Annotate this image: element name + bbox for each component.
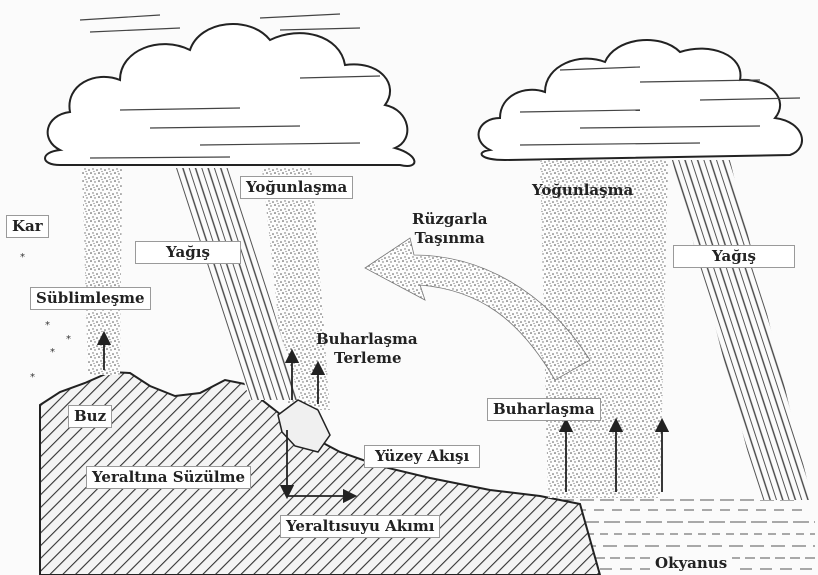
svg-text:*: * <box>30 372 35 383</box>
label-buharlasma-terleme-line1: Buharlaşma <box>316 330 418 349</box>
label-yeraltina-suzulme: Yeraltına Süzülme <box>86 466 251 489</box>
svg-text:*: * <box>66 334 71 345</box>
label-sublimlesme: Süblimleşme <box>30 287 151 310</box>
label-buharlasma-terleme-line2: Terleme <box>316 349 418 368</box>
label-yogunlasma-left: Yoğunlaşma <box>240 176 353 199</box>
sublimation-column <box>82 168 122 375</box>
label-yeraltisuyu-akimi: Yeraltısuyu Akımı <box>280 515 440 538</box>
svg-text:*: * <box>20 252 25 263</box>
label-yagis-right: Yağış <box>673 245 795 268</box>
label-okyanus: Okyanus <box>650 553 732 574</box>
label-yuzey-akisi: Yüzey Akışı <box>364 445 480 468</box>
right-cloud <box>479 40 802 160</box>
label-yogunlasma-right: Yoğunlaşma <box>527 180 638 201</box>
svg-text:*: * <box>45 320 50 331</box>
label-ruzgarla-tasinma: Rüzgarla Taşınma <box>412 210 487 248</box>
snow-flakes: * * * * * * <box>20 252 71 383</box>
right-rain-shaft <box>672 160 812 500</box>
label-buharlasma-terleme: Buharlaşma Terleme <box>316 330 418 368</box>
label-yagis-left: Yağış <box>135 241 241 264</box>
label-buz: Buz <box>68 405 112 428</box>
label-buharlasma-right: Buharlaşma <box>487 398 601 421</box>
label-ruzgarla-line1: Rüzgarla <box>412 210 487 229</box>
left-cloud <box>45 14 414 166</box>
label-kar: Kar <box>6 215 49 238</box>
label-ruzgarla-line2: Taşınma <box>412 229 487 248</box>
svg-text:*: * <box>50 347 55 358</box>
